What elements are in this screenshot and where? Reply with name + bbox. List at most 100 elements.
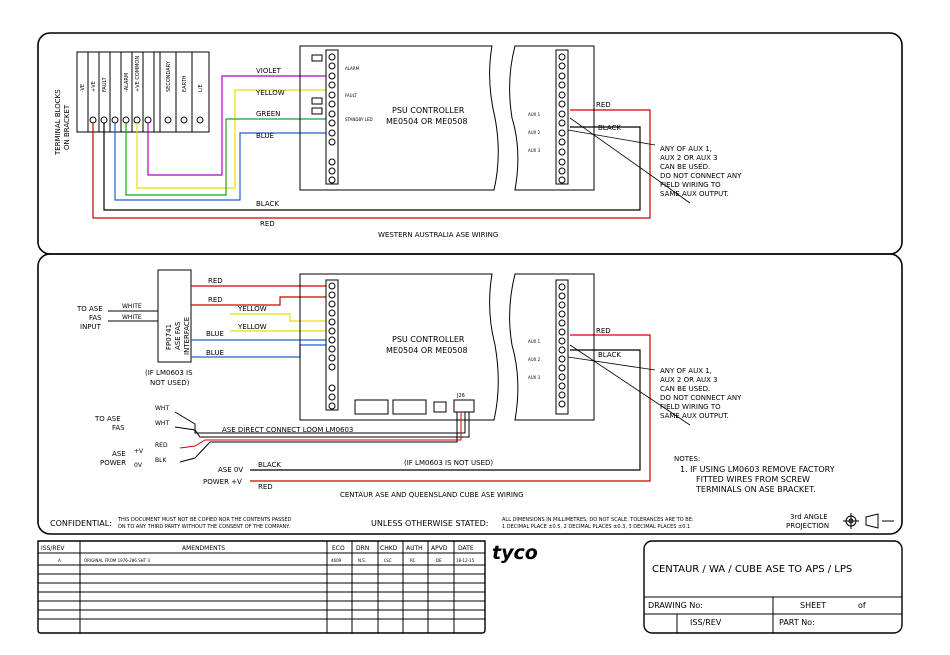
of-label: of [858, 601, 866, 610]
bottom-psu-model: ME0504 OR ME0508 [386, 346, 468, 355]
b-wire-blue-2: BLUE [206, 349, 224, 357]
td-iss: A [58, 558, 61, 563]
th-iss-rev: ISS/REV [41, 545, 65, 552]
block-label-7: EARTH [182, 75, 188, 92]
sheet-label: SHEET [800, 601, 826, 610]
terminal-label-1: TERMINAL BLOCKS [54, 89, 62, 156]
confidential-label: CONFIDENTIAL: [50, 519, 112, 528]
title-block [643, 540, 903, 634]
b-wire-red-1: RED [208, 277, 223, 285]
top-psu-model: ME0504 OR ME0508 [386, 117, 468, 126]
input-label-1: TO ASE [76, 305, 103, 313]
block-label-3: FAULT [102, 76, 108, 92]
loom-label: ASE DIRECT CONNECT LOOM LM0603 [222, 426, 353, 434]
b-wire-red-2: RED [208, 296, 223, 304]
wire-green: GREEN [256, 110, 280, 118]
bottom-caption: CENTAUR ASE AND QUEENSLAND CUBE ASE WIRI… [340, 491, 524, 499]
white-1: WHITE [122, 303, 142, 310]
th-apvd: APVD [431, 545, 448, 552]
svg-text:ANY OF AUX 1,: ANY OF AUX 1, [660, 145, 712, 153]
tyco-logo: tyco [492, 542, 538, 564]
fas-interface-box [157, 269, 192, 363]
not-used-2: NOT USED) [150, 379, 190, 387]
zero-v: 0V [134, 462, 143, 469]
bottom-aux-2: AUX 2 [528, 357, 541, 362]
wht-1: WHT [155, 405, 169, 412]
b-wire-yellow-2: YELLOW [237, 323, 267, 331]
svg-text:SAME AUX OUTPUT.: SAME AUX OUTPUT. [660, 412, 729, 420]
td-drn: N.S. [358, 558, 366, 563]
unless-label: UNLESS OTHERWISE STATED: [371, 519, 488, 528]
top-aux-1: AUX 1 [528, 112, 541, 117]
bottom-psu-title: PSU CONTROLLER [392, 335, 465, 344]
psu-pin-fault: FAULT [345, 93, 357, 98]
wht-2: WHT [155, 420, 169, 427]
dims-1: ALL DIMENSIONS IN MILLIMETRES, DO NOT SC… [502, 517, 694, 523]
td-chkd: LSC [384, 558, 392, 563]
ase-power-2: POWER [100, 459, 126, 467]
svg-text:ANY OF AUX 1,: ANY OF AUX 1, [660, 367, 712, 375]
block-label-8: L/E [198, 84, 204, 92]
red-small: RED [155, 442, 168, 449]
bottom-red-label: RED [596, 327, 611, 335]
bottom-aux-3: AUX 3 [528, 375, 541, 380]
angle-1: 3rd ANGLE [790, 513, 828, 521]
bottom-notes: NOTES: 1. IF USING LM0603 REMOVE FACTORY… [674, 455, 835, 494]
b-wire-yellow-1: YELLOW [237, 305, 267, 313]
bottom-wires [191, 285, 651, 482]
svg-text:CAN BE USED.: CAN BE USED. [660, 163, 710, 171]
input-label-2: FAS [89, 314, 102, 322]
td-apvd: DE [436, 558, 442, 563]
wire-violet: VIOLET [256, 67, 282, 75]
b-wire-blue-1: BLUE [206, 330, 224, 338]
bottom-aux-board [509, 273, 595, 421]
white-2: WHITE [122, 314, 142, 321]
th-chkd: CHKD [380, 545, 398, 552]
if-lm-label: (IF LM0603 IS NOT USED) [404, 459, 493, 467]
power-plus: POWER +V [203, 478, 242, 486]
part-no-label: PART No: [779, 618, 815, 627]
bottom-note: ANY OF AUX 1, AUX 2 OR AUX 3 CAN BE USED… [660, 367, 742, 420]
td-auth: RC [410, 558, 416, 563]
amendments-table [37, 540, 486, 634]
bottom-aux-1: AUX 1 [528, 339, 541, 344]
drawing-title: CENTAUR / WA / CUBE ASE TO APS / LPS [652, 564, 852, 575]
interface-1: FP0741 [165, 324, 173, 350]
td-amend: ORIGINAL FROM 1976-286 SHT 3 [84, 558, 150, 563]
th-drn: DRN [356, 545, 369, 552]
j26-label: J26 [456, 393, 465, 399]
block-label-6: SECONDARY [166, 60, 172, 92]
top-aux-board [509, 45, 595, 191]
top-aux-3: AUX 3 [528, 148, 541, 153]
dims-2: 1 DECIMAL PLACE ±0.5, 2 DECIMAL PLACES ±… [502, 524, 690, 530]
wire-blue: BLUE [256, 132, 274, 140]
blk-small: BLK [155, 457, 167, 464]
svg-text:TERMINALS ON ASE BRACKET.: TERMINALS ON ASE BRACKET. [695, 485, 816, 494]
b-black-w: BLACK [258, 461, 281, 469]
top-caption: WESTERN AUSTRALIA ASE WIRING [378, 231, 498, 239]
top-psu-controller [299, 45, 499, 191]
svg-text:1. IF USING LM0603 REMOVE: 1. IF USING LM0603 REMOVE FACTORY [680, 465, 835, 474]
bottom-panel-frame [37, 253, 903, 535]
svg-text:SAME AUX OUTPUT.: SAME AUX OUTPUT. [660, 190, 729, 198]
svg-text:AUX 2 OR AUX 3: AUX 2 OR AUX 3 [660, 376, 718, 384]
plus-v: +V [134, 448, 144, 455]
iss-rev-label: ISS/REV [690, 618, 722, 627]
block-label-2: +VE [91, 81, 97, 92]
block-label-1: -VE [80, 84, 86, 92]
angle-2: PROJECTION [786, 522, 829, 530]
svg-text:DO NOT CONNECT ANY: DO NOT CONNECT ANY [660, 172, 742, 180]
top-red-label: RED [596, 101, 611, 109]
projection-symbol-icon [843, 513, 894, 529]
psu-pin-standby: STANDBY LED [345, 117, 373, 122]
psu-pin-alarm: ALARM [345, 66, 360, 71]
ase-power-1: ASE [112, 450, 126, 458]
th-amendments: AMENDMENTS [182, 545, 225, 552]
th-eco: ECO [332, 545, 345, 552]
top-black-label: BLACK [598, 124, 621, 132]
td-date: 18-12-15 [456, 558, 475, 563]
bottom-black-label: BLACK [598, 351, 621, 359]
th-date: DATE [458, 545, 474, 552]
drawing-no-label: DRAWING No: [648, 601, 703, 610]
svg-text:CAN BE USED.: CAN BE USED. [660, 385, 710, 393]
